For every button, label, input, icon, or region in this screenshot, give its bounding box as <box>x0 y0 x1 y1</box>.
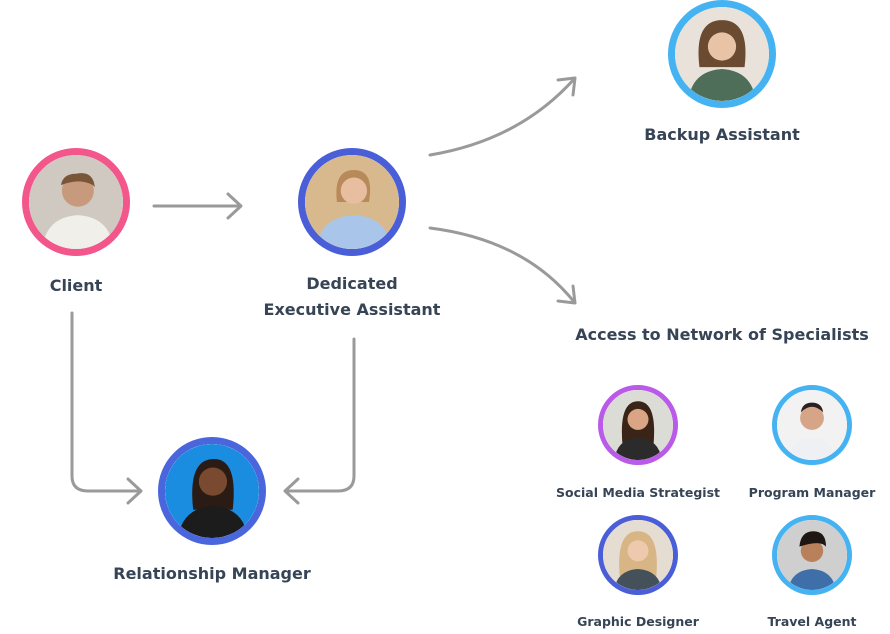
arrow-assistant-to-network <box>428 226 577 305</box>
travel-agent-label: Travel Agent <box>767 614 857 629</box>
relationship-label: Relationship Manager <box>113 564 311 583</box>
assistant-label-line2: Executive Assistant <box>263 300 441 319</box>
arrow-assistant-to-backup <box>428 76 577 157</box>
person-icon <box>29 155 123 249</box>
program-manager-avatar <box>772 385 852 465</box>
graphic-designer-avatar <box>598 515 678 595</box>
client-label: Client <box>49 276 103 295</box>
person-icon <box>675 7 769 101</box>
relationship-avatar <box>158 437 266 545</box>
assistant-label: Dedicated Executive Assistant <box>264 271 441 323</box>
social-media-label: Social Media Strategist <box>556 485 720 500</box>
backup-label: Backup Assistant <box>644 125 800 144</box>
social-media-avatar <box>598 385 678 465</box>
person-icon <box>777 390 847 460</box>
person-icon <box>305 155 399 249</box>
arrow-client-to-assistant <box>152 192 243 220</box>
assistant-label-line1: Dedicated <box>306 274 398 293</box>
network-heading: Access to Network of Specialists <box>575 325 869 344</box>
client-avatar <box>22 148 130 256</box>
graphic-designer-label: Graphic Designer <box>577 614 699 629</box>
arrow-client-to-relationship <box>70 311 143 505</box>
person-icon <box>777 520 847 590</box>
person-icon <box>603 390 673 460</box>
backup-avatar <box>668 0 776 108</box>
assistant-avatar <box>298 148 406 256</box>
arrow-assistant-to-relationship <box>283 337 356 505</box>
travel-agent-avatar <box>772 515 852 595</box>
program-manager-label: Program Manager <box>748 485 876 500</box>
person-icon <box>165 444 259 538</box>
person-icon <box>603 520 673 590</box>
